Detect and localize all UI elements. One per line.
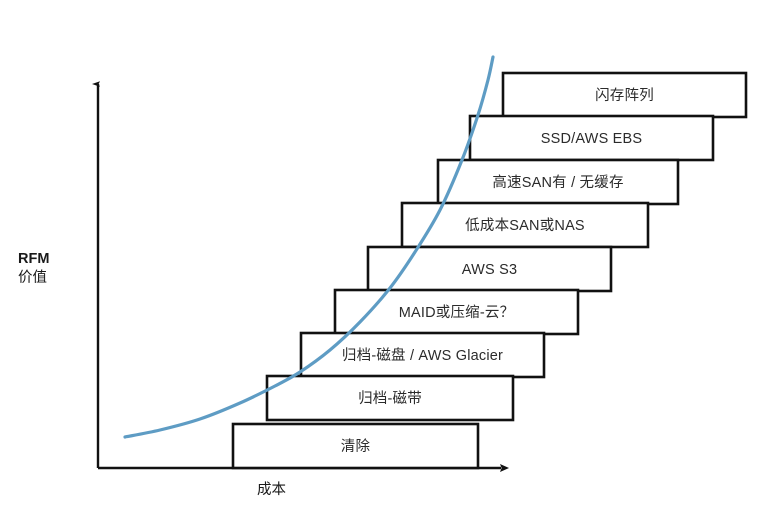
storage-tier-box-fast-san[interactable]	[436, 158, 680, 206]
storage-tier-label-maid-cloud: MAID或压缩-云？	[398, 304, 515, 321]
y-axis-label-line2: 价值	[18, 270, 47, 286]
storage-tier-box-ssd-aws-ebs[interactable]	[468, 114, 715, 162]
y-axis-label-line1: RFM	[18, 251, 50, 267]
storage-tier-label-low-cost-san: 低成本SAN或NAS	[465, 217, 585, 234]
cost-value-curve	[123, 55, 495, 439]
storage-tier-label-fast-san: 高速SAN有 / 无缓存	[492, 174, 624, 191]
storage-tier-box-maid-cloud[interactable]	[333, 288, 580, 336]
y-axis-label: RFM 价值	[18, 250, 49, 288]
storage-tier-box-archive-tape[interactable]	[265, 374, 515, 422]
storage-tier-box-aws-s3[interactable]	[366, 245, 613, 293]
x-axis-label: 成本	[257, 482, 286, 498]
storage-tier-label-aws-s3: AWS S3	[461, 261, 518, 278]
storage-tier-label-delete: 清除	[340, 438, 371, 455]
storage-tier-box-flash-array[interactable]	[501, 71, 748, 119]
storage-tier-label-archive-disk: 归档-磁盘 / AWS Glacier	[341, 347, 504, 364]
storage-tier-box-low-cost-san[interactable]	[400, 201, 650, 249]
storage-tier-label-ssd-aws-ebs: SSD/AWS EBS	[540, 130, 643, 147]
storage-tier-boxes	[231, 71, 748, 470]
storage-tier-box-delete[interactable]	[231, 422, 480, 470]
storage-tier-label-flash-array: 闪存阵列	[595, 87, 654, 104]
storage-tier-label-archive-tape: 归档-磁带	[358, 390, 422, 407]
